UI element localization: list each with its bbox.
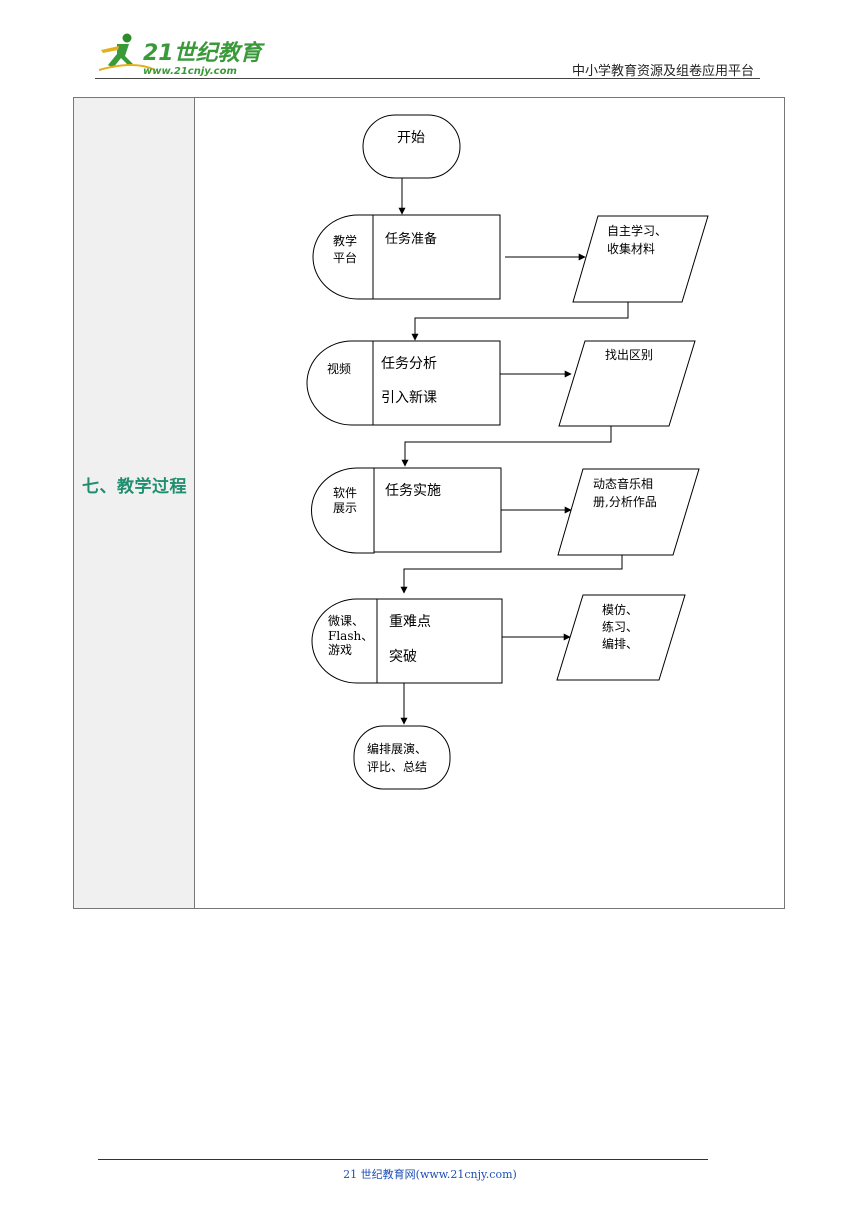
lesson-process-table: 七、教学过程 bbox=[73, 97, 785, 909]
end-node: 编排展演、 评比、总结 bbox=[353, 725, 451, 790]
section-label-cell: 七、教学过程 bbox=[74, 98, 195, 908]
step-3: 软件 展示 任务实施 动态音乐相 册,分析作品 bbox=[310, 467, 700, 556]
start-label: 开始 bbox=[397, 130, 425, 146]
step-4-output-line-3: 编排、 bbox=[602, 636, 638, 651]
step-3-tool-line-2: 展示 bbox=[333, 501, 357, 515]
end-label-line-2: 评比、总结 bbox=[367, 760, 427, 774]
step-2-task-line-2: 引入新课 bbox=[381, 390, 437, 406]
step-1-output-line-1: 自主学习、 bbox=[607, 223, 667, 238]
platform-name: 中小学教育资源及组卷应用平台 bbox=[571, 64, 754, 79]
site-logo[interactable]: 21世纪教育 www.21cnjy.com bbox=[95, 30, 265, 78]
step-4-output-line-2: 练习、 bbox=[602, 619, 638, 634]
logo-text: 21世纪教育 bbox=[143, 40, 265, 66]
step-1-output-line-2: 收集材料 bbox=[607, 241, 655, 256]
page-header: 21世纪教育 www.21cnjy.com 中小学教育资源及组卷应用平台 bbox=[95, 30, 760, 82]
step-1-tool-line-1: 教学 bbox=[333, 233, 357, 248]
runner-icon bbox=[98, 33, 156, 71]
step-3-tool-line-1: 软件 bbox=[333, 486, 357, 500]
step-1-tool-line-2: 平台 bbox=[333, 250, 357, 265]
step-2-task-line-1: 任务分析 bbox=[381, 356, 437, 372]
step-1: 教学 平台 任务准备 自主学习、 收集材料 bbox=[312, 214, 709, 303]
end-label-line-1: 编排展演、 bbox=[367, 741, 427, 756]
footer-text[interactable]: 21 世纪教育网(www.21cnjy.com) bbox=[343, 1168, 517, 1181]
step-3-task-line-1: 任务实施 bbox=[385, 483, 441, 499]
step-3-output-line-1: 动态音乐相 bbox=[593, 476, 653, 491]
step-4: 微课、 Flash、 游戏 重难点 突破 模仿、 练习、 编排、 bbox=[311, 594, 686, 684]
step-4-tool-line-3: 游戏 bbox=[328, 643, 352, 657]
step-4-task-line-1: 重难点 bbox=[389, 614, 431, 630]
step-4-task-line-2: 突破 bbox=[389, 649, 417, 665]
header-divider bbox=[95, 78, 760, 79]
step-3-output-line-2: 册,分析作品 bbox=[593, 495, 657, 509]
step-1-task-line-1: 任务准备 bbox=[385, 231, 437, 247]
step-2: 视频 任务分析 引入新课 找出区别 bbox=[306, 340, 696, 427]
step-4-output-line-1: 模仿、 bbox=[602, 603, 638, 617]
footer-divider bbox=[98, 1159, 708, 1160]
step-4-tool-line-2: Flash、 bbox=[328, 629, 373, 643]
logo-url: www.21cnjy.com bbox=[143, 66, 237, 77]
start-node: 开始 bbox=[362, 114, 461, 179]
step-4-tool-line-1: 微课、 bbox=[328, 614, 364, 628]
section-title: 七、教学过程 bbox=[82, 477, 187, 497]
step-2-tool-line-1: 视频 bbox=[327, 361, 351, 376]
step-2-output-line-1: 找出区别 bbox=[605, 348, 653, 362]
